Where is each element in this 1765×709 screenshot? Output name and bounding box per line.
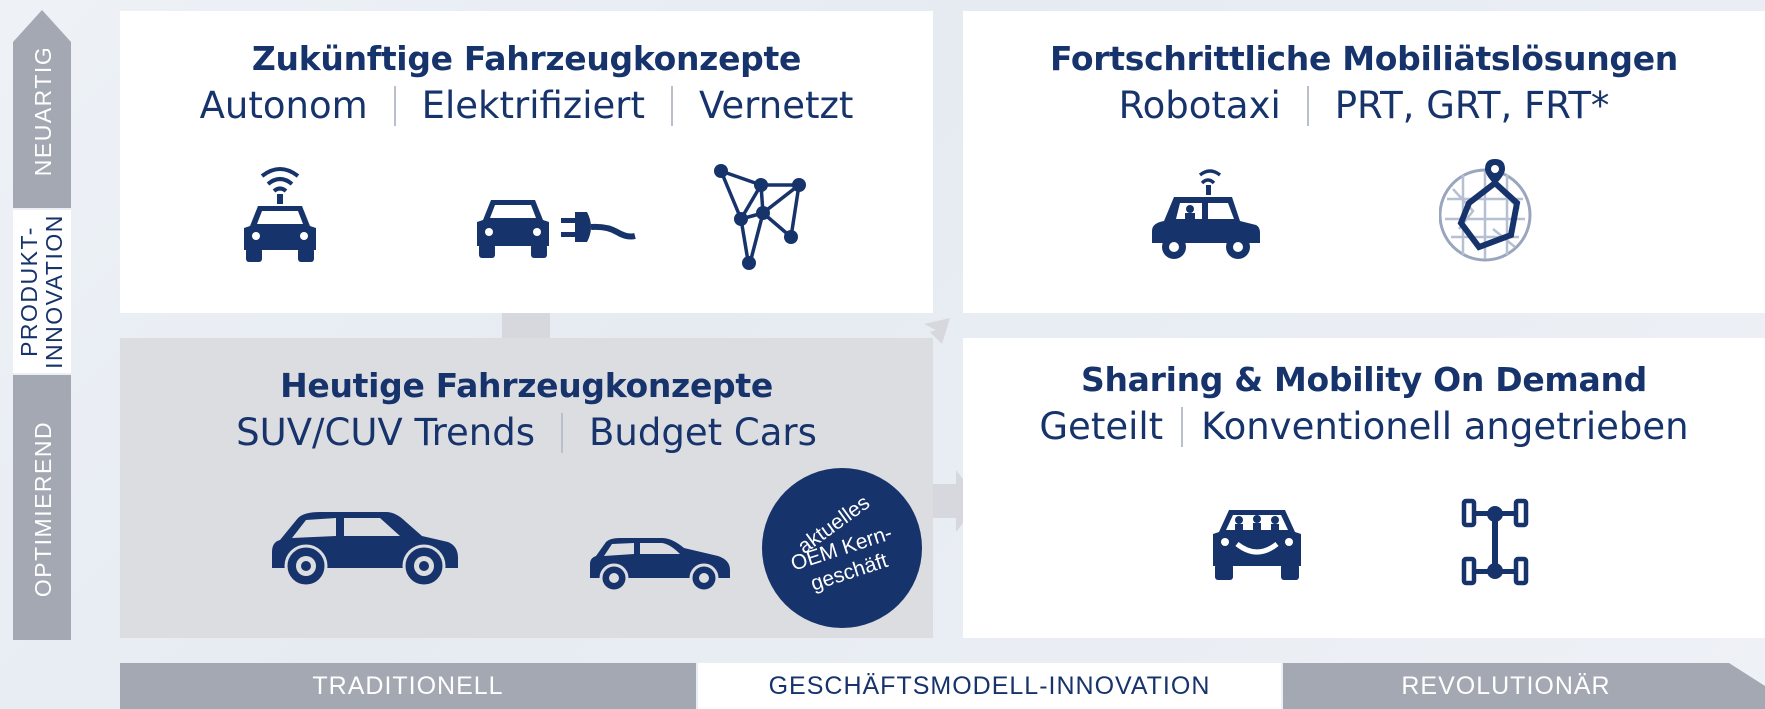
drivetrain-icon — [1461, 498, 1529, 586]
card-subtitle: Autonom Elektrifiziert Vernetzt — [120, 84, 933, 127]
hatchback-icon — [588, 536, 732, 592]
suv-icon — [270, 510, 460, 586]
item-budget: Budget Cars — [589, 411, 817, 454]
card-title: Zukünftige Fahrzeugkonzepte — [251, 39, 802, 78]
separator — [1306, 85, 1309, 126]
item-robotaxi: Robotaxi — [1118, 84, 1281, 127]
y-axis-arrow — [13, 10, 71, 640]
x-axis-left-label: TRADITIONELL — [312, 671, 504, 700]
separator — [670, 85, 673, 126]
x-axis-middle-label: GESCHÄFTSMODELL-INNOVATION — [768, 671, 1211, 700]
item-suv: SUV/CUV Trends — [236, 411, 536, 454]
x-axis-right-arrow — [1283, 663, 1765, 709]
badge-text: aktuelles OEM Kern- geschäft — [780, 491, 903, 600]
item-electric: Elektrifiziert — [421, 84, 645, 127]
card-advanced-mobility: Fortschrittliche Mobiliätslösungen Robot… — [963, 11, 1765, 313]
shared-car-icon — [1211, 504, 1303, 582]
item-connected: Vernetzt — [698, 84, 854, 127]
card-sharing-mobility: Sharing & Mobility On Demand Geteilt Kon… — [963, 338, 1765, 638]
network-icon — [711, 163, 811, 271]
card-title: Sharing & Mobility On Demand — [1080, 360, 1647, 399]
card-future-concepts: Zukünftige Fahrzeugkonzepte Autonom Elek… — [120, 11, 933, 313]
y-axis: NEUARTIG PRODUKT- INNOVATION OPTIMIEREND — [13, 10, 71, 640]
autonomous-car-icon — [240, 166, 320, 264]
card-title: Fortschrittliche Mobiliätslösungen — [1050, 39, 1678, 78]
x-axis-right-label: REVOLUTIONÄR — [1401, 671, 1611, 700]
item-shared: Geteilt — [1039, 405, 1164, 448]
item-prt: PRT, GRT, FRT* — [1334, 84, 1610, 127]
diagonal-arrow — [924, 318, 950, 344]
card-subtitle: Robotaxi PRT, GRT, FRT* — [963, 84, 1765, 127]
x-axis-left: TRADITIONELL — [120, 663, 696, 709]
core-business-badge: aktuelles OEM Kern- geschäft — [762, 468, 922, 628]
route-map-icon — [1439, 159, 1535, 263]
separator — [393, 85, 396, 126]
item-conventional: Konventionell angetrieben — [1201, 405, 1689, 448]
robotaxi-icon — [1150, 169, 1262, 263]
card-subtitle: SUV/CUV Trends Budget Cars — [120, 411, 933, 454]
card-subtitle: Geteilt Konventionell angetrieben — [963, 405, 1765, 448]
x-axis-right: REVOLUTIONÄR — [1283, 663, 1765, 709]
x-axis-middle: GESCHÄFTSMODELL-INNOVATION — [698, 663, 1281, 709]
separator — [561, 412, 564, 453]
electric-car-icon — [477, 196, 637, 262]
item-autonomous: Autonom — [199, 84, 368, 127]
card-title: Heutige Fahrzeugkonzepte — [280, 366, 773, 405]
separator — [1181, 406, 1184, 447]
